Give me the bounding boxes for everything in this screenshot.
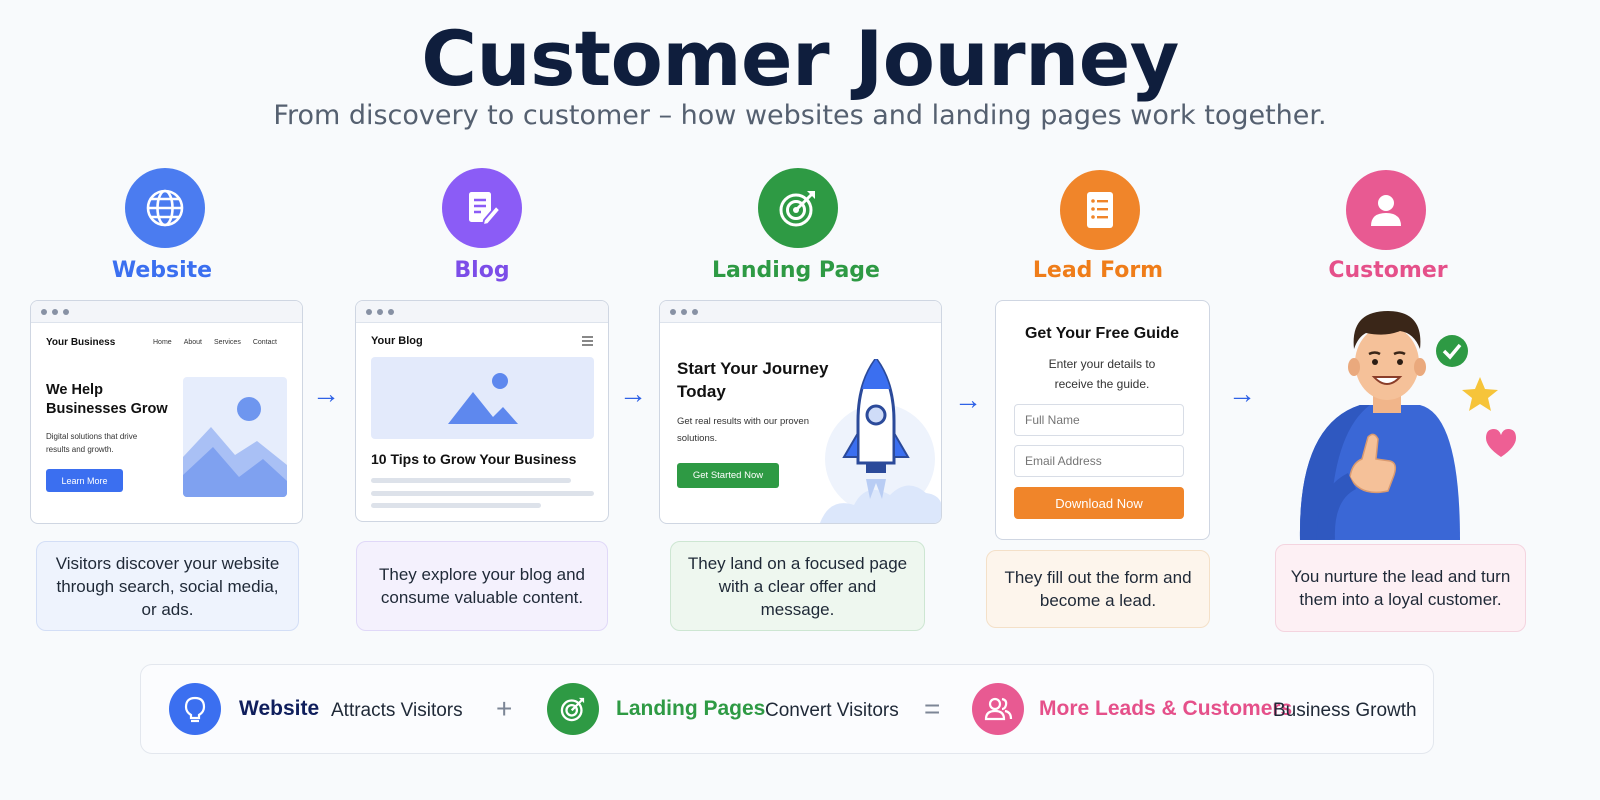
mockup-body: Digital solutions that drive results and… xyxy=(46,432,138,454)
arrow-right-icon: → xyxy=(312,378,340,409)
summary-customers-label: More Leads & Customers xyxy=(1039,697,1293,720)
get-started-button[interactable]: Get Started Now xyxy=(677,463,779,488)
summary-customers-text: Business Growth xyxy=(1273,700,1417,721)
text-line-placeholder xyxy=(371,503,541,508)
step-blog-description: They explore your blog and consume valua… xyxy=(356,541,608,631)
landscape-icon xyxy=(448,373,518,424)
check-circle-icon xyxy=(1436,335,1468,367)
mockup-body: Get real results with our proven solutio… xyxy=(677,416,810,444)
user-icon xyxy=(1371,195,1401,226)
landscape-icon xyxy=(183,397,287,497)
step-landing-badge xyxy=(758,168,838,248)
summary-website-label: Website xyxy=(239,697,320,720)
summary-website-text: Attracts Visitors xyxy=(331,700,463,721)
step-lead-title: Lead Form xyxy=(1032,258,1164,283)
rocket-icon xyxy=(820,359,941,523)
mockup-headline: We Help Businesses Grow xyxy=(46,382,168,417)
text-line-placeholder xyxy=(371,491,594,496)
star-icon xyxy=(1462,377,1498,411)
target-icon xyxy=(779,191,815,227)
blog-post-title[interactable]: 10 Tips to Grow Your Business xyxy=(371,451,577,467)
step-customer-title: Customer xyxy=(1328,258,1448,283)
step-website-title: Website xyxy=(111,258,213,283)
website-mockup: Your Business Home About Services Contac… xyxy=(30,300,303,524)
step-lead-badge xyxy=(1060,170,1140,250)
blog-image-placeholder xyxy=(371,357,594,439)
arrow-right-icon: → xyxy=(619,378,647,409)
email-field[interactable] xyxy=(1014,445,1184,477)
summary-website-badge xyxy=(169,683,221,735)
full-name-field[interactable] xyxy=(1014,404,1184,436)
nav-link-contact[interactable]: Contact xyxy=(252,339,277,346)
nav-link-home[interactable]: Home xyxy=(153,339,172,346)
globe-icon xyxy=(146,189,184,227)
learn-more-button[interactable]: Learn More xyxy=(46,469,123,492)
summary-bar: Website Attracts Visitors + Landing Page… xyxy=(140,664,1434,754)
arrow-right-icon: → xyxy=(1228,378,1256,409)
happy-customer-illustration xyxy=(1299,311,1516,540)
text-line-placeholder xyxy=(371,478,571,483)
lightbulb-icon xyxy=(184,696,206,723)
form-icon xyxy=(1087,192,1113,228)
summary-landing-badge xyxy=(547,683,599,735)
summary-landing-label: Landing Pages xyxy=(616,697,766,720)
page-title: Customer Journey xyxy=(421,14,1179,103)
target-icon xyxy=(560,697,585,722)
step-customer-badge xyxy=(1346,170,1426,250)
mockup-brand: Your Blog xyxy=(371,335,423,347)
nav-link-about[interactable]: About xyxy=(183,339,202,346)
mockup-headline: Start Your Journey Today xyxy=(677,359,829,401)
arrow-right-icon: → xyxy=(954,384,982,415)
heart-icon xyxy=(1486,429,1516,457)
summary-landing-text: Convert Visitors xyxy=(765,700,899,721)
equals-icon: = xyxy=(924,693,941,724)
menu-icon[interactable] xyxy=(582,336,593,346)
blog-mockup: Your Blog 10 Tips to Grow Your Business xyxy=(355,300,609,522)
users-icon xyxy=(984,697,1013,721)
step-website-description: Visitors discover your website through s… xyxy=(36,541,299,631)
step-website-badge xyxy=(125,168,205,248)
mockup-brand: Your Business xyxy=(46,337,116,348)
document-edit-icon xyxy=(469,192,502,227)
form-body: Enter your details to receive the guide. xyxy=(1048,357,1156,391)
download-now-button[interactable]: Download Now xyxy=(1014,487,1184,519)
step-blog-title: Blog xyxy=(454,258,510,283)
summary-customers-badge xyxy=(972,683,1024,735)
form-heading: Get Your Free Guide xyxy=(1024,325,1180,342)
landing-page-mockup: Start Your Journey Today Get real result… xyxy=(659,300,942,524)
nav-link-services[interactable]: Services xyxy=(213,339,241,346)
hero-image-placeholder xyxy=(183,377,287,497)
step-lead-description: They fill out the form and become a lead… xyxy=(986,550,1210,628)
step-blog-badge xyxy=(442,168,522,248)
step-landing-title: Landing Page xyxy=(712,258,880,283)
step-landing-description: They land on a focused page with a clear… xyxy=(670,541,925,631)
lead-form-mockup: Get Your Free Guide Enter your details t… xyxy=(995,300,1210,540)
page-subtitle: From discovery to customer – how website… xyxy=(273,100,1327,131)
step-customer-description: You nurture the lead and turn them into … xyxy=(1275,544,1526,632)
plus-icon: + xyxy=(496,693,513,724)
